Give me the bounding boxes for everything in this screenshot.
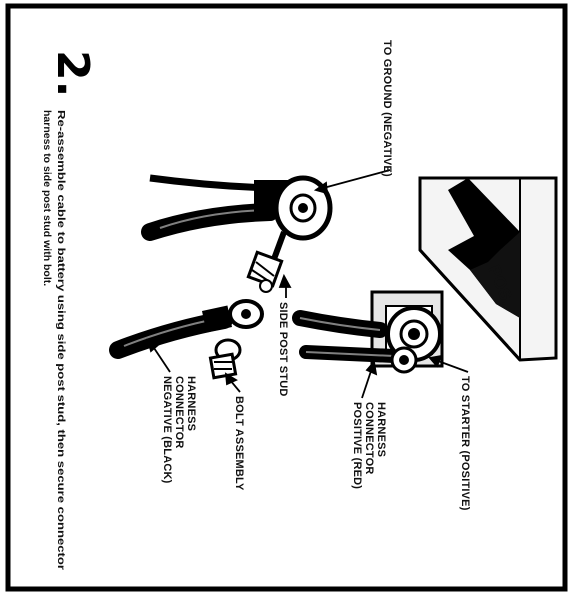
- negative-harness-line1: NEGATIVE (BLACK): [161, 376, 173, 484]
- negative-harness-line2: CONNECTOR: [173, 376, 185, 449]
- positive-harness-line2: CONNECTOR: [363, 402, 375, 475]
- side-post-stud-label: SIDE POST STUD: [277, 302, 289, 396]
- to-starter-label: TO STARTER (POSITIVE): [459, 376, 471, 511]
- positive-harness-line3: HARNESS: [375, 402, 387, 457]
- instruction-line-1: Re-assemble cable to battery using side …: [55, 110, 67, 570]
- step-number: 2.: [47, 50, 98, 97]
- bolt-assembly-label: BOLT ASSEMBLY: [233, 396, 245, 491]
- to-ground-label: TO GROUND (NEGATIVE): [381, 40, 393, 177]
- negative-harness-line3: HARNESS: [185, 376, 197, 431]
- instruction-line-2: harness to side post stud with bolt.: [41, 110, 53, 286]
- positive-harness-line1: POSITIVE (RED): [351, 402, 363, 489]
